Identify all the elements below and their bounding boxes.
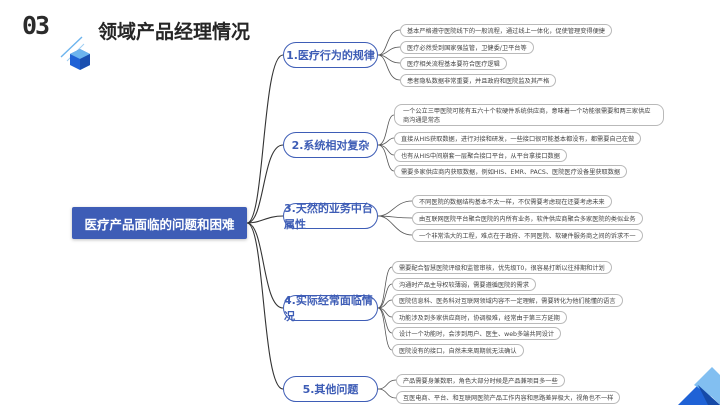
branch-business-middle-platform: 3.天然的业务中台属性 [283,202,378,231]
branch-actual-situations: 4.实际经常面临情况 [283,294,378,323]
leaf-4-6: 医院没有的接口，自然未来周期就无法确认 [392,344,524,357]
leaf-2-1: 一个公立三甲医院可能有五六十个软硬件系统供应商，意味着一个功能很需要和两三家供应… [394,104,664,126]
leaf-2-3: 也有从HIS中间崩套一层聚合接口平台，从平台拿接口数据 [394,149,567,162]
corner-decor-icon [678,367,720,405]
page-title: 领域产品经理情况 [98,21,251,43]
leaf-3-3: 一个非常浩大的工程，难点在于政府、不同医院、软硬件服务商之间的诉求不一 [412,229,643,242]
leaf-4-2: 沟通时产品主导权较薄弱，需要遵循医院的需求 [392,278,536,291]
leaf-4-3: 医院信息科、医务科对互联网领域内容不一定理解，需要转化为他们能懂的语言 [392,294,623,307]
decor-cube-icon [60,36,90,70]
leaf-4-5: 设计一个功能时，会涉到用户、医生、web多端共同设计 [392,327,562,340]
branch-other-issues: 5.其他问题 [283,376,378,402]
leaf-3-2: 由互联网医院平台聚合医院的内所有业务，软件供应商聚合多家医院的类似业务 [412,212,643,225]
section-number: 03 [22,11,50,40]
branch-medical-behavior: 1.医疗行为的规律 [283,42,378,68]
leaf-5-2: 互医电商、平台、和互联网医院产品工作内容和思路差异极大，视角也不一样 [396,391,621,404]
leaf-2-2: 直接从HIS获取数据，进行对接和研发，一些接口很可能基本都没有，都需要自己在做 [394,132,642,145]
leaf-4-1: 需要配合智慧医院评级和监管审核，优先级T0，很容易打断以往排期和计划 [392,261,612,274]
branch-system-complexity: 2.系统相对复杂 [283,132,378,158]
leaf-5-1: 产品需要身兼数职，角色大部分时候是产品兼项目多一些 [396,374,565,387]
leaf-1-3: 医疗相关流程基本要符合医疗逻辑 [400,57,507,70]
leaf-4-4: 功能涉及到多家供应商时，协调极难，经常由于第三方延期 [392,311,567,324]
central-topic: 医疗产品面临的问题和困难 [72,207,247,239]
leaf-3-1: 不同医院的数据结构基本不太一样，不仅需要考虑现在还要考虑未来 [412,195,612,208]
leaf-1-2: 医疗必然受到国家强监管，卫健委/卫平台等 [400,41,534,54]
leaf-1-4: 患者隐私数据非常重要，并且政府和医院监及其严格 [400,74,557,87]
leaf-1-1: 基本严格遵守医院线下的一般流程，通过线上一体化，促使管理变得便捷 [400,24,612,37]
leaf-2-4: 需要多家供应商内获取数据，例如HIS、EMR、PACS、医院医疗设备里获取数据 [394,165,628,178]
